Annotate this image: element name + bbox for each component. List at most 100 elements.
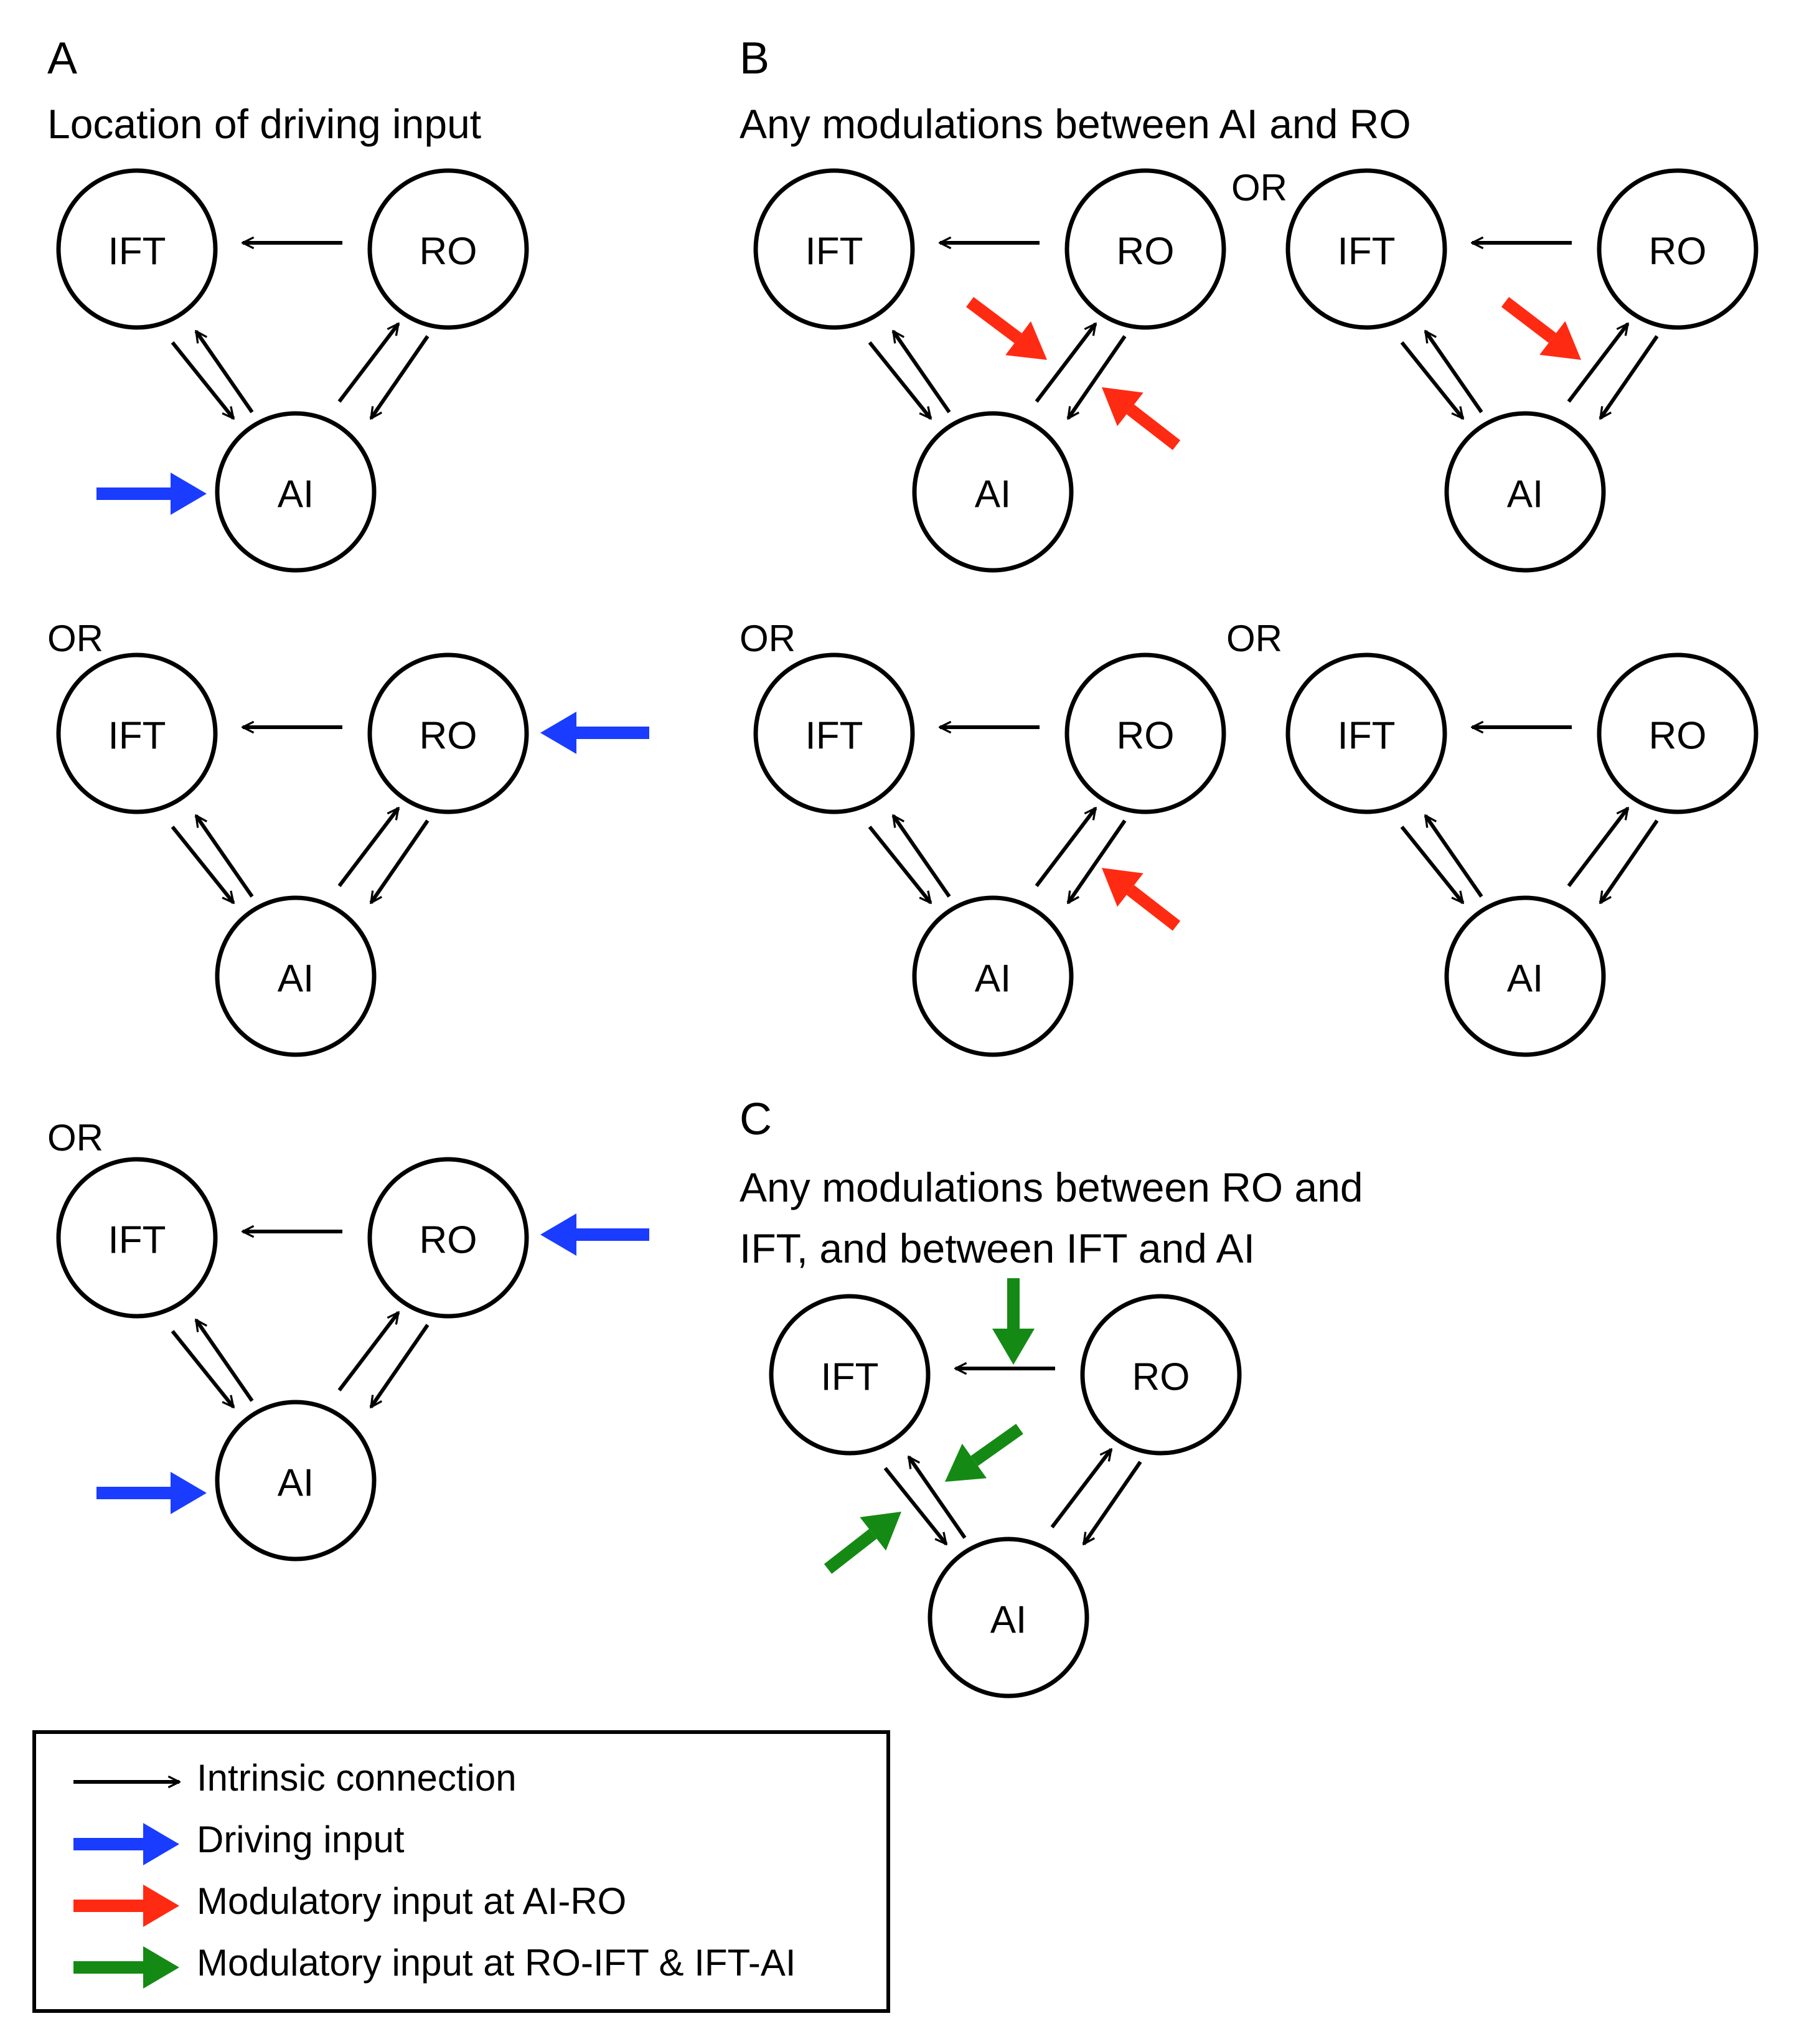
connection-ai-to-ift: [891, 331, 951, 413]
node-ro-label: RO: [1649, 230, 1707, 273]
node-ai-label: AI: [975, 958, 1012, 1001]
connection-ift-to-ai: [171, 1330, 235, 1407]
node-ai: AI: [928, 1537, 1089, 1698]
connection-ai-to-ro: [337, 324, 400, 403]
connection-ro-to-ai: [369, 1324, 430, 1407]
panel-b-title: Any modulations between AI and RO: [740, 101, 1411, 147]
node-ift-circle: [56, 168, 218, 330]
connection-ift-to-ai: [883, 1467, 948, 1544]
connection-ai-to-ift: [1424, 331, 1483, 413]
node-ift: IFT: [769, 1294, 931, 1456]
or-label: OR: [740, 618, 796, 659]
panel-a-title: Location of driving input: [47, 101, 481, 147]
modulatory-input-arrow-ai-to-ro: [965, 297, 1047, 360]
network-b1: IFT RO AI: [753, 168, 1226, 573]
connection-ift-to-ai: [1400, 341, 1465, 418]
node-ro-label: RO: [420, 715, 477, 758]
node-ift-label: IFT: [805, 715, 863, 758]
node-ro: RO: [1064, 168, 1226, 330]
connection-ift-to-ai: [171, 341, 235, 418]
node-ai-label: AI: [1507, 958, 1544, 1001]
node-ift: IFT: [56, 1157, 218, 1319]
connection-ai-to-ro: [1035, 324, 1097, 403]
modulatory-input-arrow-ro-to-ift: [992, 1278, 1035, 1365]
legend-label-mod-ai-ro: Modulatory input at AI-RO: [197, 1880, 626, 1922]
legend-label-intrinsic: Intrinsic connection: [197, 1757, 517, 1799]
connection-ai-to-ro: [1567, 324, 1630, 403]
network-a1: IFT RO AI: [56, 168, 529, 573]
node-ro-circle: [1597, 168, 1759, 330]
node-ai: AI: [215, 1400, 377, 1561]
connection-ift-to-ai: [1400, 826, 1465, 903]
node-ro-circle: [1597, 652, 1759, 814]
driving-input-arrow-ai: [96, 473, 207, 515]
node-ai-label: AI: [975, 473, 1012, 516]
node-ai-circle: [1444, 411, 1606, 573]
node-ro: RO: [1064, 652, 1226, 814]
connection-ro-to-ai: [369, 335, 430, 418]
node-ift-label: IFT: [108, 1219, 166, 1262]
node-ai-label: AI: [1507, 473, 1544, 516]
driving-input-arrow-ai: [96, 1472, 207, 1514]
node-ai-circle: [912, 895, 1074, 1057]
network-a3: IFT RO AI: [56, 1157, 649, 1561]
connection-ift-to-ai: [868, 826, 932, 903]
node-ro-label: RO: [420, 1219, 477, 1262]
node-ai-circle: [912, 411, 1074, 573]
node-ro-circle: [367, 1157, 529, 1319]
panel-c-title-line-2: IFT, and between IFT and AI: [740, 1225, 1255, 1271]
or-label: OR: [47, 1117, 103, 1159]
node-ro: RO: [1597, 652, 1759, 814]
modulatory-input-arrow-ro-to-ai: [1102, 868, 1181, 931]
node-ro-label: RO: [420, 230, 477, 273]
node-ai: AI: [912, 411, 1074, 573]
connection-ai-to-ift: [194, 331, 254, 413]
node-ift-label: IFT: [805, 230, 863, 273]
modulatory-input-arrow-ai-to-ro: [1501, 297, 1581, 360]
node-ift-label: IFT: [108, 230, 166, 273]
node-ro: RO: [367, 652, 529, 814]
node-ai-label: AI: [278, 1462, 314, 1505]
network-b4: IFT RO AI: [1285, 652, 1759, 1057]
node-ift: IFT: [1285, 652, 1447, 814]
node-ro-circle: [367, 168, 529, 330]
connection-ro-to-ai: [1066, 335, 1127, 418]
node-ai: AI: [215, 411, 377, 573]
node-ro: RO: [367, 1157, 529, 1319]
node-ift-label: IFT: [1338, 715, 1396, 758]
node-ift-circle: [769, 1294, 931, 1456]
node-ai-circle: [1444, 895, 1606, 1057]
panel-c-letter: C: [740, 1095, 772, 1144]
node-ai-label: AI: [278, 958, 314, 1001]
connection-ai-to-ift: [194, 816, 254, 898]
node-ift-circle: [753, 168, 915, 330]
node-ai: AI: [215, 895, 377, 1057]
connection-ro-to-ai: [1066, 819, 1127, 903]
legend-swatch-mod-ro-ift: [73, 1946, 179, 1989]
connection-ro-to-ai: [369, 819, 430, 903]
or-label: OR: [47, 618, 103, 659]
node-ift-label: IFT: [821, 1356, 879, 1399]
node-ift-circle: [56, 652, 218, 814]
panel-b-letter: B: [740, 34, 769, 83]
connection-ai-to-ift: [907, 1457, 967, 1539]
node-ai-label: AI: [990, 1599, 1027, 1642]
node-ift: IFT: [753, 168, 915, 330]
connection-ift-to-ai: [171, 826, 235, 903]
node-ift-circle: [1285, 168, 1447, 330]
connection-ai-to-ift: [194, 1320, 254, 1402]
legend: Intrinsic connection Driving input Modul…: [32, 1730, 890, 2013]
connection-ai-to-ift: [1424, 816, 1483, 898]
or-label: OR: [1226, 618, 1282, 659]
legend-swatch-mod-ai-ro: [73, 1885, 179, 1927]
node-ro-label: RO: [1117, 230, 1175, 273]
node-ift: IFT: [56, 168, 218, 330]
panel-a-letter: A: [47, 34, 77, 83]
connection-ai-to-ro: [1050, 1449, 1113, 1528]
connection-ro-to-ai: [1599, 819, 1659, 903]
node-ift-circle: [753, 652, 915, 814]
